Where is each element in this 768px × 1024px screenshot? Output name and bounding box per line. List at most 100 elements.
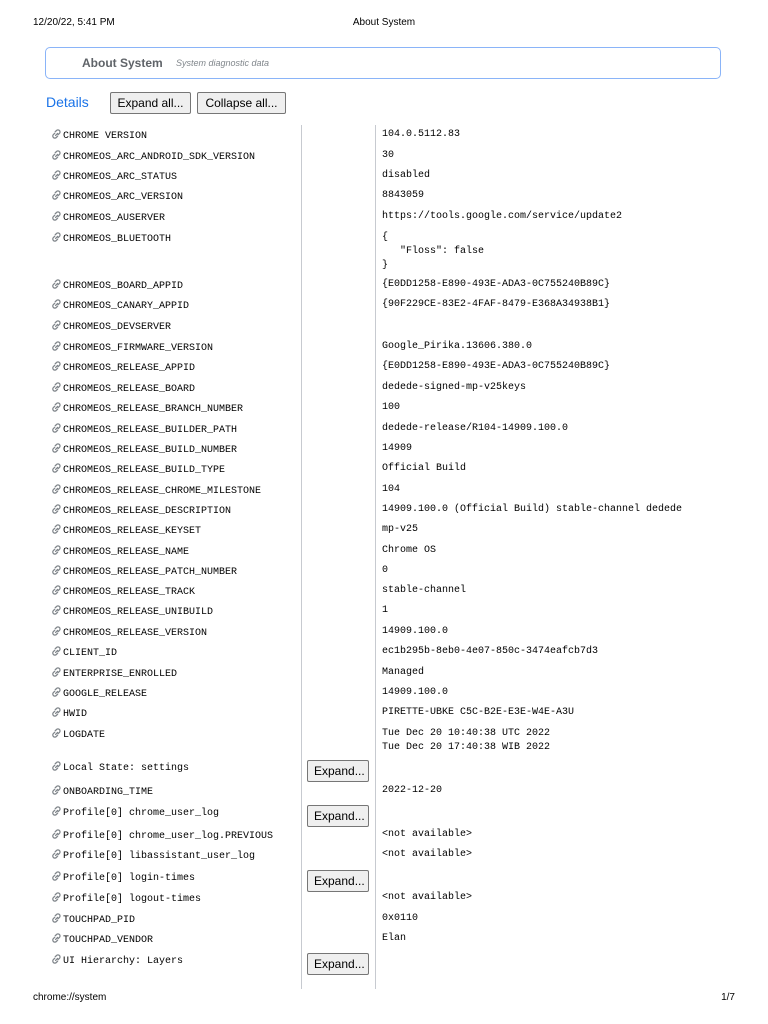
link-icon[interactable] xyxy=(50,953,63,965)
link-icon[interactable] xyxy=(50,706,63,718)
row-key: CHROMEOS_DEVSERVER xyxy=(50,319,171,335)
link-icon[interactable] xyxy=(50,848,63,860)
link-icon[interactable] xyxy=(50,298,63,310)
row-key-label: Profile[0] chrome_user_log.PREVIOUS xyxy=(63,831,274,842)
link-icon[interactable] xyxy=(50,442,63,454)
row-key: CHROMEOS_RELEASE_TRACK xyxy=(50,584,195,600)
row-value: Chrome OS xyxy=(382,545,437,556)
link-icon[interactable] xyxy=(50,727,63,739)
expand-button[interactable]: Expand... xyxy=(307,805,369,827)
collapse-all-button[interactable]: Collapse all... xyxy=(197,92,286,114)
link-icon[interactable] xyxy=(50,340,63,352)
link-icon[interactable] xyxy=(50,483,63,495)
link-icon[interactable] xyxy=(50,278,63,290)
row-value: <not available> xyxy=(382,892,473,903)
row-key-label: CHROMEOS_ARC_STATUS xyxy=(63,172,178,183)
link-icon[interactable] xyxy=(50,784,63,796)
row-value: 14909 xyxy=(382,443,413,454)
row-value: 100 xyxy=(382,402,401,413)
link-icon[interactable] xyxy=(50,189,63,201)
row-value: { "Floss": false } xyxy=(382,232,485,271)
page-subtitle: System diagnostic data xyxy=(176,58,270,68)
row-key: CHROMEOS_RELEASE_BRANCH_NUMBER xyxy=(50,401,243,417)
row-key: Profile[0] login-times xyxy=(50,870,195,886)
row-key: CHROMEOS_RELEASE_UNIBUILD xyxy=(50,604,213,620)
row-value: mp-v25 xyxy=(382,524,419,535)
link-icon[interactable] xyxy=(50,231,63,243)
link-icon[interactable] xyxy=(50,912,63,924)
row-key-label: CHROMEOS_RELEASE_BUILDER_PATH xyxy=(63,425,238,436)
link-icon[interactable] xyxy=(50,666,63,678)
link-icon[interactable] xyxy=(50,401,63,413)
row-key: CHROMEOS_BLUETOOTH xyxy=(50,231,171,247)
row-key: ENTERPRISE_ENROLLED xyxy=(50,666,177,682)
row-key-label: HWID xyxy=(63,709,88,720)
link-icon[interactable] xyxy=(50,805,63,817)
row-value: 14909.100.0 xyxy=(382,626,449,637)
row-key-label: CHROMEOS_RELEASE_DESCRIPTION xyxy=(63,506,232,517)
row-value: 104.0.5112.83 xyxy=(382,129,461,140)
row-key: ONBOARDING_TIME xyxy=(50,784,153,800)
row-key-label: CHROMEOS_RELEASE_UNIBUILD xyxy=(63,607,214,618)
row-value: 104 xyxy=(382,484,401,495)
link-icon[interactable] xyxy=(50,462,63,474)
link-icon[interactable] xyxy=(50,625,63,637)
print-header: 12/20/22, 5:41 PM About System xyxy=(33,17,735,31)
link-icon[interactable] xyxy=(50,422,63,434)
link-icon[interactable] xyxy=(50,169,63,181)
row-key: CHROME VERSION xyxy=(50,128,147,144)
link-icon[interactable] xyxy=(50,360,63,372)
row-key: CHROMEOS_RELEASE_KEYSET xyxy=(50,523,201,539)
link-icon[interactable] xyxy=(50,584,63,596)
link-icon[interactable] xyxy=(50,544,63,556)
row-key-label: ENTERPRISE_ENROLLED xyxy=(63,669,178,680)
expand-button[interactable]: Expand... xyxy=(307,760,369,782)
link-icon[interactable] xyxy=(50,503,63,515)
row-key: CHROMEOS_ARC_VERSION xyxy=(50,189,183,205)
link-icon[interactable] xyxy=(50,128,63,140)
link-icon[interactable] xyxy=(50,686,63,698)
link-icon[interactable] xyxy=(50,149,63,161)
row-key: Profile[0] logout-times xyxy=(50,891,201,907)
expand-button[interactable]: Expand... xyxy=(307,870,369,892)
link-icon[interactable] xyxy=(50,210,63,222)
row-value: 30 xyxy=(382,150,395,161)
link-icon[interactable] xyxy=(50,604,63,616)
row-value: disabled xyxy=(382,170,431,181)
row-value: {E0DD1258-E890-493E-ADA3-0C755240B89C} xyxy=(382,279,611,290)
link-icon[interactable] xyxy=(50,760,63,772)
page-header-banner: About System System diagnostic data xyxy=(45,47,721,79)
row-value: Official Build xyxy=(382,463,467,474)
row-value: Tue Dec 20 10:40:38 UTC 2022 Tue Dec 20 … xyxy=(382,728,551,753)
link-icon[interactable] xyxy=(50,932,63,944)
link-icon[interactable] xyxy=(50,381,63,393)
footer-url: chrome://system xyxy=(33,992,107,1003)
expand-all-button[interactable]: Expand all... xyxy=(110,92,191,114)
row-key: UI Hierarchy: Layers xyxy=(50,953,183,969)
link-icon[interactable] xyxy=(50,891,63,903)
row-key-label: CHROMEOS_RELEASE_VERSION xyxy=(63,628,208,639)
row-key-label: CHROMEOS_ARC_ANDROID_SDK_VERSION xyxy=(63,152,256,163)
link-icon[interactable] xyxy=(50,523,63,535)
link-icon[interactable] xyxy=(50,645,63,657)
row-key: Profile[0] chrome_user_log.PREVIOUS xyxy=(50,828,273,844)
row-value: <not available> xyxy=(382,849,473,860)
row-key: CHROMEOS_RELEASE_DESCRIPTION xyxy=(50,503,231,519)
row-key-label: CHROMEOS_RELEASE_BUILD_TYPE xyxy=(63,465,226,476)
link-icon[interactable] xyxy=(50,870,63,882)
row-key-label: CHROMEOS_RELEASE_BUILD_NUMBER xyxy=(63,445,238,456)
row-key: CHROMEOS_ARC_STATUS xyxy=(50,169,177,185)
link-icon[interactable] xyxy=(50,319,63,331)
row-key-label: CHROMEOS_RELEASE_TRACK xyxy=(63,587,196,598)
row-value: Google_Pirika.13606.380.0 xyxy=(382,341,533,352)
row-key-label: CHROMEOS_RELEASE_KEYSET xyxy=(63,526,202,537)
column-divider-left xyxy=(301,125,302,989)
expand-button[interactable]: Expand... xyxy=(307,953,369,975)
row-key-label: CHROMEOS_RELEASE_BRANCH_NUMBER xyxy=(63,404,244,415)
row-key-label: ONBOARDING_TIME xyxy=(63,787,154,798)
column-divider-right xyxy=(375,125,376,989)
row-value: PIRETTE-UBKE C5C-B2E-E3E-W4E-A3U xyxy=(382,707,575,718)
link-icon[interactable] xyxy=(50,828,63,840)
link-icon[interactable] xyxy=(50,564,63,576)
row-key-label: CHROMEOS_RELEASE_NAME xyxy=(63,547,190,558)
